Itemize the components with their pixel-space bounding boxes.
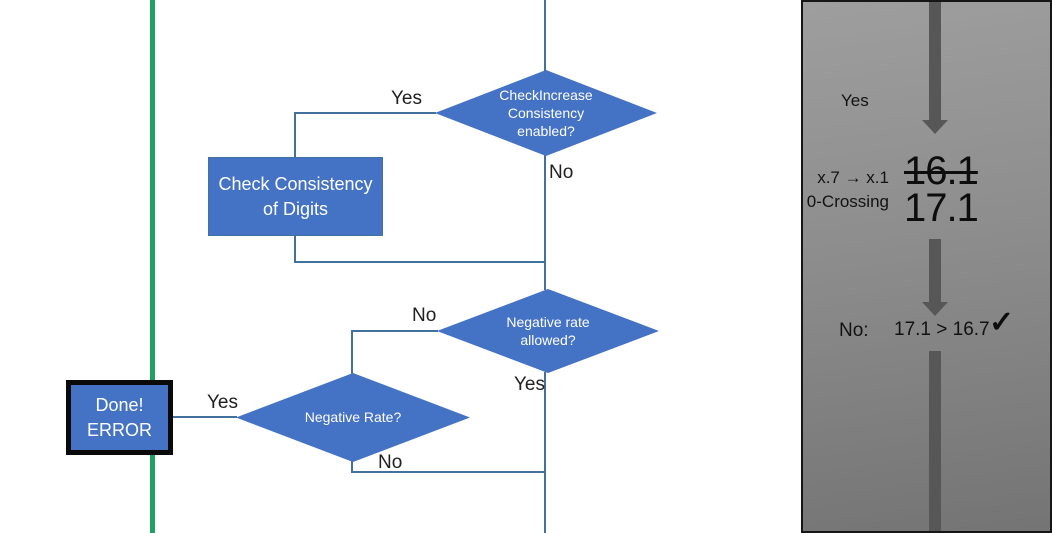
connector-line [351, 461, 353, 473]
connector-line [294, 112, 436, 114]
down-arrow-head-icon [922, 120, 948, 134]
branch-label-no: No [378, 452, 403, 473]
terminal-done-error: Done! ERROR [66, 380, 173, 455]
connector-line [544, 372, 546, 533]
example-panel: Yes x.7 → x.1 0-Crossing 16.1 17.1 No: 1… [801, 0, 1052, 533]
connector-line [294, 236, 296, 262]
connector-line [544, 155, 546, 290]
connector-line [352, 330, 438, 332]
branch-label-yes: Yes [391, 88, 422, 109]
green-guide-line [150, 0, 155, 533]
decision-check-increase-consistency: CheckIncrease Consistency enabled? [435, 70, 657, 156]
flow-bar [929, 351, 941, 531]
branch-label-no: No [412, 305, 437, 326]
connector-line [294, 112, 296, 158]
down-arrow-icon [929, 239, 941, 303]
branch-label-yes: Yes [207, 392, 238, 413]
transition-caption: x.7 → x.1 0-Crossing [806, 168, 889, 211]
result-label: No: [839, 320, 869, 341]
connector-line [351, 330, 353, 374]
branch-label-yes: Yes [514, 374, 545, 395]
connector-line [294, 261, 545, 263]
connector-line [544, 0, 546, 71]
decision-negative-rate: Negative Rate? [236, 373, 470, 462]
connector-line [173, 416, 237, 418]
process-check-consistency-of-digits: Check Consistency of Digits [208, 157, 383, 236]
new-value: 17.1 [904, 186, 979, 230]
down-arrow-icon [929, 2, 941, 121]
down-arrow-head-icon [922, 302, 948, 316]
check-icon: ✓ [989, 306, 1015, 339]
branch-label-no: No [549, 162, 574, 183]
comparison-text: 17.1 > 16.7 [894, 319, 990, 340]
decision-negative-rate-allowed: Negative rate allowed? [437, 289, 659, 373]
old-value: 16.1 [904, 149, 979, 193]
connector-line [352, 471, 545, 473]
panel-yes-label: Yes [841, 91, 869, 110]
